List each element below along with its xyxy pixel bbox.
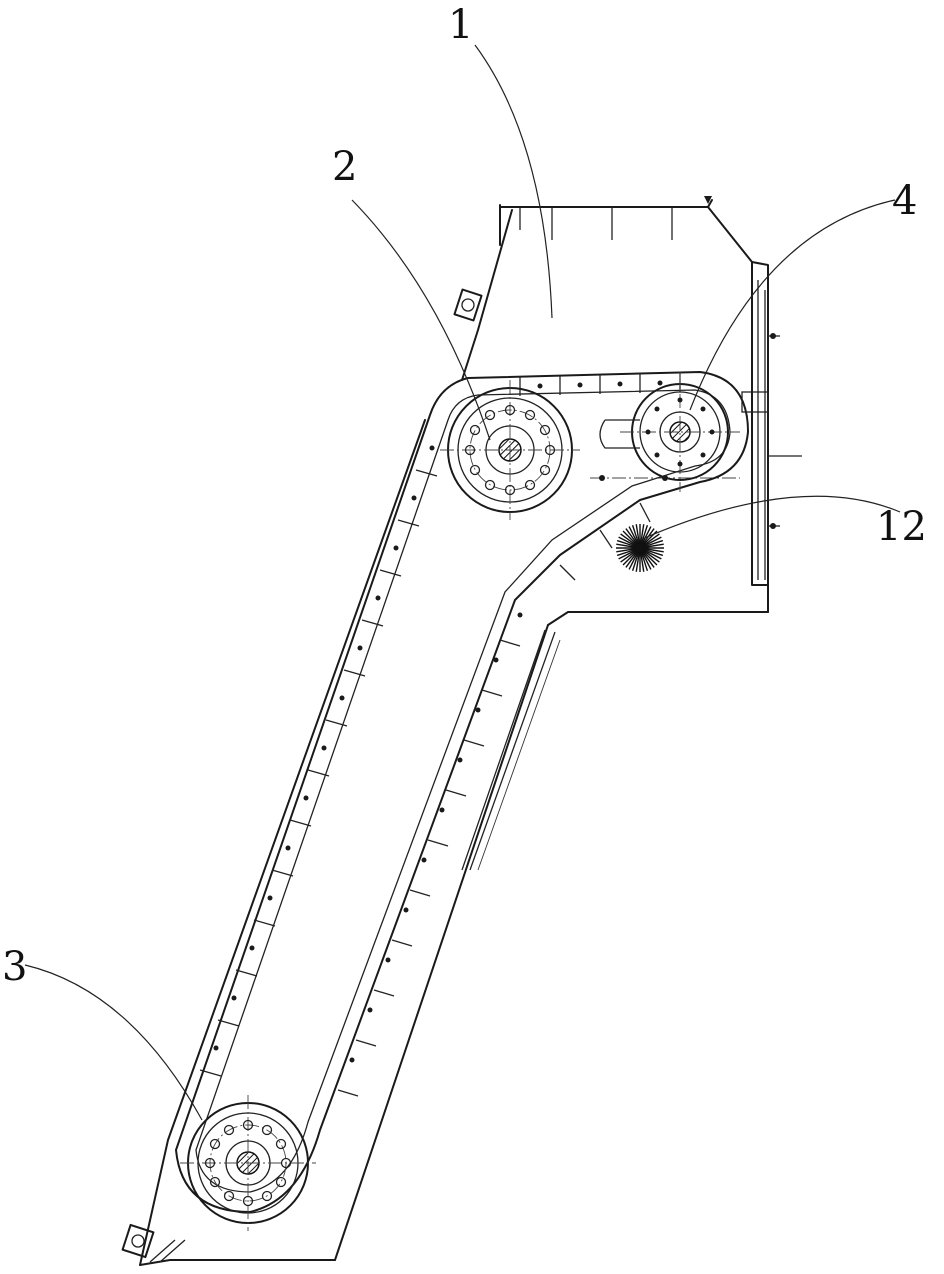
- sprocket-upper-right: [620, 372, 740, 492]
- label-part-1: 1: [448, 2, 473, 48]
- housing-frame: [121, 196, 802, 1266]
- sprocket-lower: [180, 1095, 316, 1231]
- leader-lines: [24, 44, 901, 1121]
- sprocket-upper-left: [440, 380, 580, 520]
- conveyor-chain: [175, 371, 749, 1213]
- label-part-3: 3: [2, 944, 27, 990]
- label-part-4: 4: [892, 178, 917, 224]
- label-part-2: 2: [332, 144, 357, 190]
- label-part-12: 12: [876, 504, 927, 550]
- cleaning-brush: [616, 524, 664, 572]
